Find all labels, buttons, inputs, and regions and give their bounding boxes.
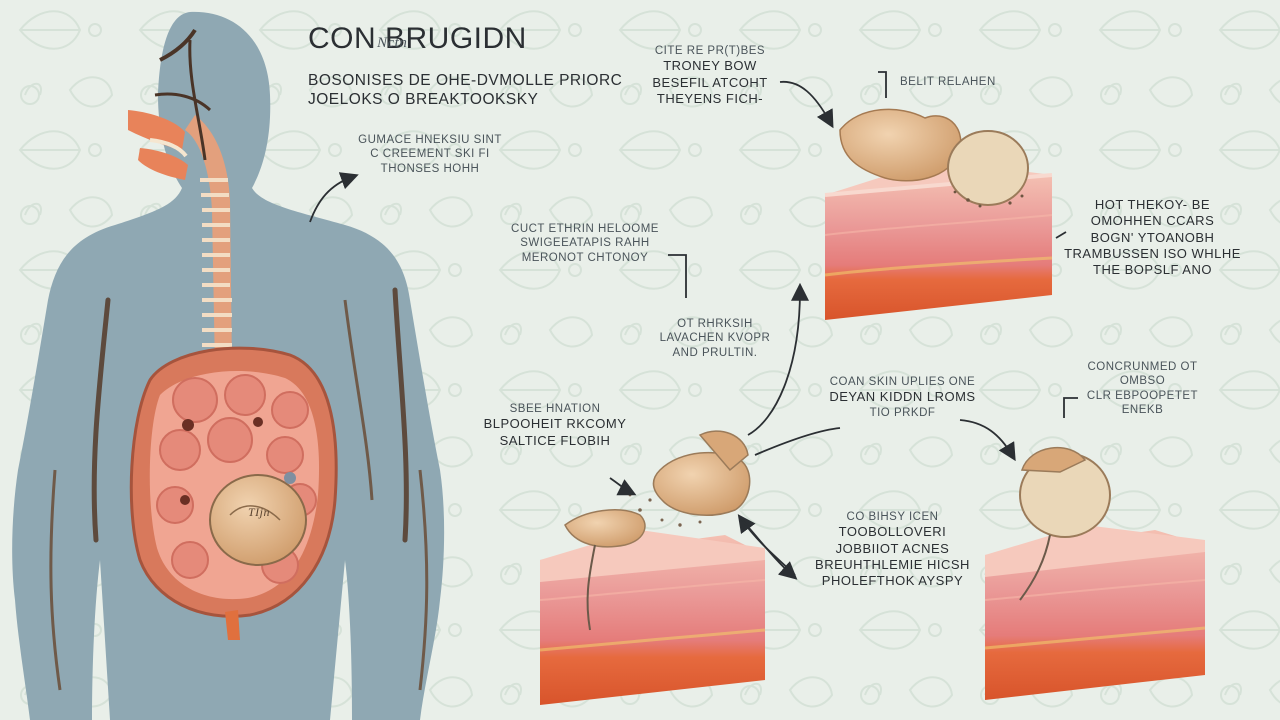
label-mid-center-upper: CUCT ETHRIN HELOOME SWIGEEATAPIS RAHH ME…: [485, 222, 685, 265]
label-line: HOT THEKOY- BE: [1094, 197, 1211, 212]
label-line: LAVACHEN KVOPR: [659, 332, 771, 345]
label-line: SWIGEEATAPIS RAHH: [520, 237, 650, 250]
label-line: THONSES HOHH: [380, 162, 480, 175]
stomach-label: TIjn: [248, 505, 271, 519]
label-line: GUMACE HNEKSIU SINT: [358, 134, 502, 146]
label-line: COAN SKIN UPLIES ONE: [829, 376, 976, 388]
label-line: THEYENS FICH-: [656, 90, 764, 106]
label-line: BLPOOHEIT RKCOMY: [483, 416, 627, 432]
label-line: DEYAN KIDDN LROMS: [829, 389, 976, 405]
label-line: BELIT RELAHEN: [900, 76, 996, 88]
tissue-block-bottom-right: [984, 446, 1206, 700]
label-line: PHOLEFTHOK AYSPY: [821, 573, 964, 589]
label-line: TRONEY BOW: [663, 58, 757, 74]
mouth-and-esophagus: [128, 28, 232, 370]
label-right-upper: HOT THEKOY- BE OMOHHEN CCARS BOGN' YTOAN…: [1060, 197, 1245, 278]
label-line: CUCT ETHRIN HELOOME: [511, 223, 659, 235]
page-title: CON BRUGIDN: [308, 20, 527, 58]
label-line: SBEE HNATION: [509, 403, 601, 415]
label-line: THE BOPSLF ANO: [1093, 262, 1212, 277]
label-top-center: CITE RE PR(T)BES TRONEY BOW BESEFIL ATCO…: [635, 44, 785, 107]
label-top-right-small: BELIT RELAHEN: [900, 75, 996, 89]
label-line: AND PRULTIN.: [672, 346, 758, 359]
label-mid-center: OT RHRKSIH LAVACHEN KVOPR AND PRULTIN.: [640, 317, 790, 360]
label-line: SALTICE FLOBIH: [499, 432, 611, 448]
label-bottom-center: CO BIHSY ICEN TOOBOLLOVERI JOBBIIOT ACNE…: [800, 510, 985, 589]
label-left-lower: SBEE HNATION BLPOOHEIT RKCOMY SALTICE FL…: [470, 402, 640, 449]
label-line: BESEFIL ATCOHT: [652, 74, 768, 90]
label-line: BOGN' YTOANOBH: [1090, 229, 1215, 245]
label-line: MERONOT CHTONOY: [521, 251, 649, 264]
label-line: CONCRUNMED OT: [1087, 361, 1198, 373]
label-line: TIO PRKDF: [869, 406, 936, 419]
label-line: TRAMBUSSEN ISO WHLHE: [1064, 245, 1241, 261]
label-line: JOBBIIOT ACNES: [835, 540, 950, 556]
label-line: ENEKB: [1121, 404, 1164, 417]
title-main: CON BRUGIDN: [308, 22, 527, 55]
label-line: C CREEMENT SKI FI: [370, 148, 490, 161]
bracket-markers: [668, 71, 1078, 418]
title-inset: Nctn: [377, 35, 408, 51]
tissue-block-top: [824, 108, 1053, 320]
flow-arrows: [309, 81, 1016, 580]
label-line: BREUHTHLEMIE HICSH: [815, 556, 970, 572]
subtitle: BOSONISES DE OHE-DVMOLLE PRIORC JOELOKS …: [308, 72, 622, 109]
tissue-block-bottom-left: [539, 430, 766, 705]
label-line: OMOHHEN CCARS: [1090, 213, 1215, 229]
label-line: OT RHRKSIH: [677, 318, 753, 330]
label-center-lower: COAN SKIN UPLIES ONE DEYAN KIDDN LROMS T…: [815, 375, 990, 420]
stomach: [129, 346, 338, 640]
label-line: TOOBOLLOVERI: [838, 524, 947, 540]
label-line: OMBSO: [1119, 375, 1166, 388]
subtitle-line-1: BOSONISES DE OHE-DVMOLLE PRIORC: [308, 72, 623, 89]
label-right-lower: CONCRUNMED OT OMBSO CLR EBPOOPETET ENEKB: [1075, 360, 1210, 418]
subtitle-line-2: JOELOKS O BREAKTOOKSKY: [308, 90, 539, 108]
label-line: CLR EBPOOPETET: [1086, 389, 1199, 402]
label-line: CO BIHSY ICEN: [846, 511, 939, 523]
label-line: CITE RE PR(T)BES: [654, 45, 766, 57]
label-left-upper: GUMACE HNEKSIU SINT C CREEMENT SKI FI TH…: [340, 133, 520, 176]
